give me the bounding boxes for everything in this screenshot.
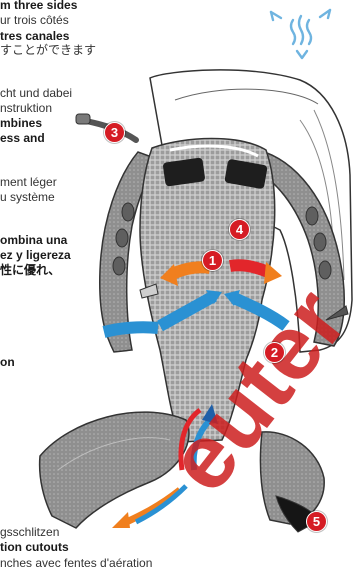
callout-4-badge: 4 <box>229 219 250 240</box>
callout-5-badge: 5 <box>306 511 327 532</box>
callout-2-badge: 2 <box>264 342 285 363</box>
callout-1-badge: 1 <box>202 250 223 271</box>
ventilation-icon <box>271 10 330 58</box>
callout-3-badge: 3 <box>104 122 125 143</box>
